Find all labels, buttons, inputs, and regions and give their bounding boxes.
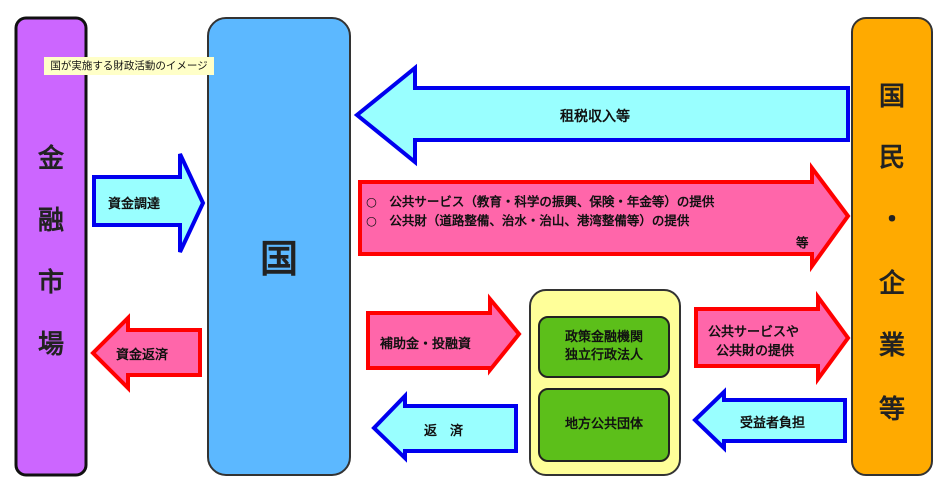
financial-market-label: 金 融 市 場	[16, 0, 86, 493]
market-char: 金	[37, 144, 64, 174]
market-char: 融	[37, 206, 64, 236]
tax-revenue-arrow	[353, 63, 850, 167]
public-services-arrow	[358, 162, 851, 273]
subsidies-label: 補助金・投融資	[380, 337, 472, 352]
subsidies-arrow	[366, 293, 522, 376]
services-provision-arrow	[694, 290, 851, 386]
image-caption-tooltip: 国が実施する財政活動のイメージ	[44, 57, 214, 75]
tax-revenue-label: 租税収入等	[560, 109, 630, 125]
public-services-line2: ○ 公共財（道路整備、治水・治山、港湾整備等）の提供	[366, 213, 690, 228]
box1-line2: 独立行政法人	[564, 348, 643, 363]
citizens-companies-column	[851, 17, 933, 476]
beneficiary-burden-label: 受益者負担	[740, 416, 806, 431]
people-char: ・	[878, 205, 905, 235]
people-char: 民	[878, 143, 905, 173]
state-box	[207, 17, 351, 476]
fund-raising-label: 資金調達	[108, 197, 161, 212]
repayment-label: 返 済	[424, 424, 464, 439]
services-provision-line2: 公共財の提供	[716, 344, 795, 359]
state-label: 国	[259, 237, 298, 281]
repayment-arrow	[371, 391, 518, 463]
people-char: 等	[878, 395, 905, 425]
people-char: 国	[878, 82, 905, 112]
public-services-etc: 等	[796, 235, 809, 250]
people-char: 業	[878, 331, 905, 361]
fund-raising-arrow	[92, 153, 206, 253]
citizens-companies-label: 国 民 ・ 企 業 等	[852, 0, 932, 493]
repayment-to-market-label: 資金返済	[116, 348, 169, 363]
market-char: 場	[37, 330, 64, 360]
local-governments-box: 地方公共団体	[538, 388, 670, 462]
box1-line1: 政策金融機関	[564, 330, 643, 345]
box2-label: 地方公共団体	[564, 417, 643, 432]
repayment-to-market-arrow	[90, 313, 202, 393]
public-services-line1: ○ 公共サービス（教育・科学の振興、保険・年金等）の提供	[366, 194, 715, 209]
financial-market-column	[14, 16, 88, 477]
policy-finance-institutions-box: 政策金融機関独立行政法人	[538, 316, 670, 378]
beneficiary-burden-arrow	[692, 387, 847, 453]
market-char: 市	[37, 268, 64, 298]
services-provision-line1: 公共サービスや	[708, 325, 800, 340]
people-char: 企	[878, 269, 905, 299]
